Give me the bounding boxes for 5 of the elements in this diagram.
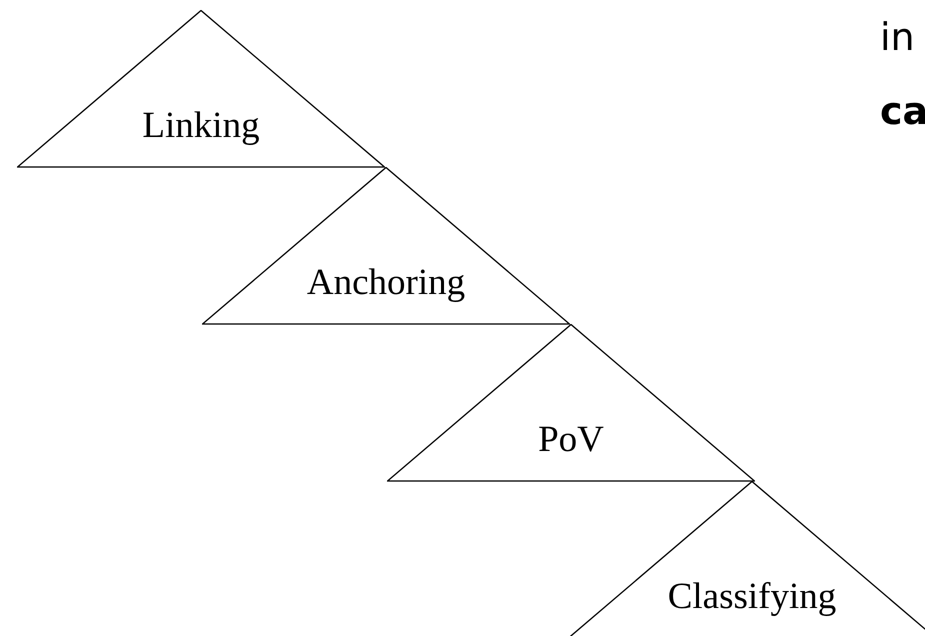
triangle-label: Classifying xyxy=(668,578,836,615)
triangle-label: Anchoring xyxy=(306,264,466,301)
triangle-label: PoV xyxy=(538,421,604,458)
text-fragment: in xyxy=(880,18,915,56)
triangle-label: Linking xyxy=(142,107,260,144)
